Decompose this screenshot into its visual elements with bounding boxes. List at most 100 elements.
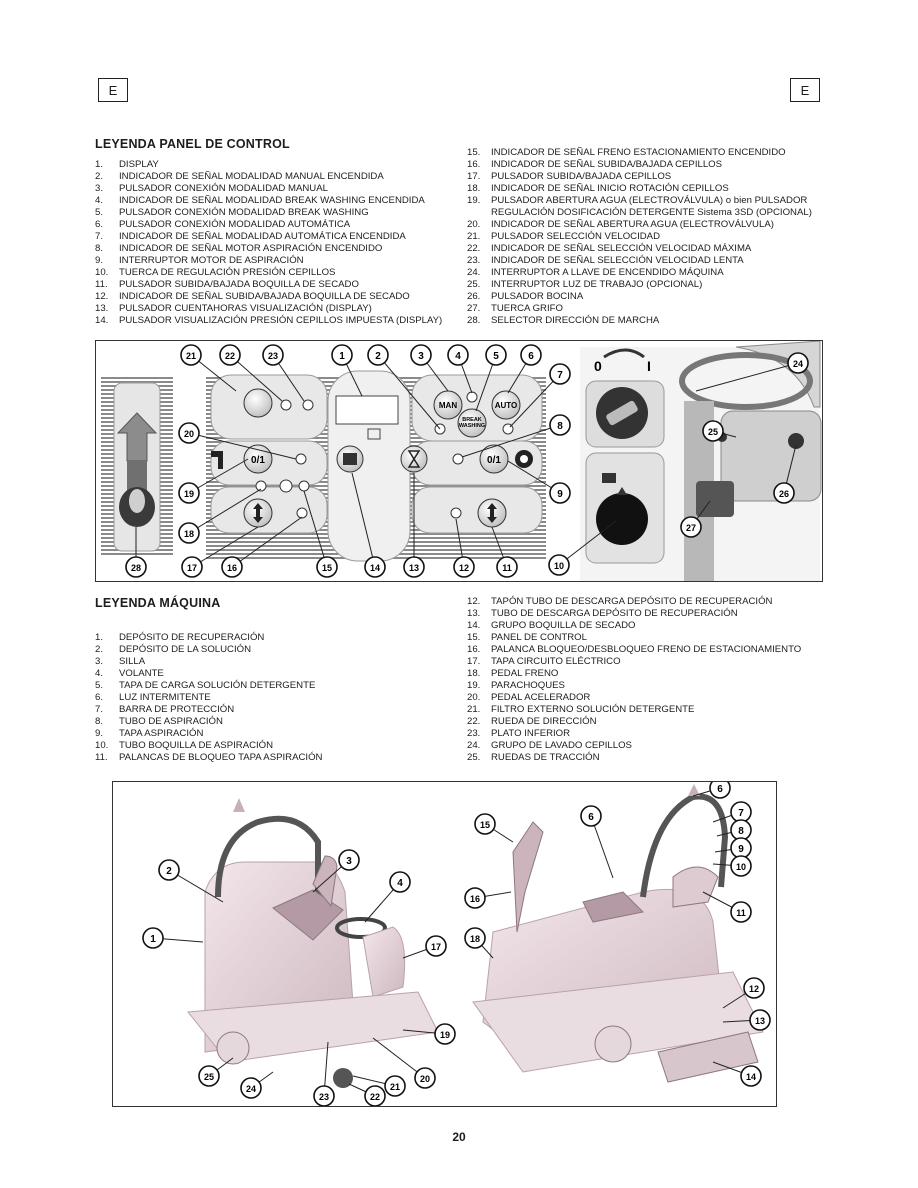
legend-item: 4.VOLANTE (95, 668, 455, 680)
svg-text:12: 12 (749, 984, 759, 994)
callout-17: 17 (402, 935, 447, 959)
legend-item-number: 19. (467, 195, 481, 206)
callout-23: 23 (262, 344, 305, 402)
callout-15: 15 (303, 490, 338, 578)
legend-item-text: TAPA ASPIRACIÓN (119, 728, 204, 739)
legend-item-number: 22. (467, 243, 481, 254)
callout-6: 6 (580, 805, 614, 879)
legend-item-number: 2. (95, 171, 104, 182)
legend-item-text: TAPA CIRCUITO ELÉCTRICO (491, 656, 621, 667)
callout-11: 11 (491, 526, 518, 578)
legend-item-number: 10. (95, 740, 109, 751)
legend-item-number: 9. (95, 728, 104, 739)
auto-mode-button: AUTO (491, 390, 521, 420)
legend-item-text: TUERCA GRIFO (491, 303, 563, 314)
legend-item: 5. TAPA DE CARGA SOLUCIÓN DETERGENTE (95, 680, 455, 692)
callout-1: 1 (331, 344, 363, 397)
callout-8: 8 (461, 414, 571, 458)
svg-text:14: 14 (746, 1072, 756, 1082)
svg-text:9: 9 (557, 489, 563, 500)
callout-28: 28 (125, 527, 147, 578)
battery-icon (367, 428, 381, 440)
legend-item-text: PULSADOR CONEXIÓN MODALIDAD AUTOMÁTICA (119, 219, 351, 230)
legend-item-number: 23. (467, 255, 481, 266)
svg-text:7: 7 (738, 808, 744, 819)
callout-6: 6 (692, 782, 731, 799)
water-button-label: 0/1 (251, 455, 265, 466)
legend-item: 8.INDICADOR DE SEÑAL MOTOR ASPIRACIÓN EN… (95, 243, 455, 255)
svg-text:18: 18 (470, 934, 480, 944)
callout-22: 22 (219, 344, 283, 402)
callout-16: 16 (221, 516, 303, 578)
legend-item-number: 25. (467, 279, 481, 290)
legend-item-text: PLATO INFERIOR (491, 728, 571, 739)
max-speed-led (280, 399, 292, 411)
callout-13: 13 (403, 473, 425, 578)
legend-item-text: INDICADOR DE SEÑAL MODALIDAD AUTOMÁTICA … (119, 231, 406, 242)
legend-item-number: 3. (95, 656, 104, 667)
callout-27: 27 (680, 500, 711, 538)
auto-mode-label: AUTO (495, 401, 518, 410)
svg-text:15: 15 (322, 563, 332, 573)
brush-pressure-knob (596, 493, 648, 545)
callout-12: 12 (453, 518, 475, 578)
svg-text:13: 13 (409, 563, 419, 573)
legend-item-number: 10. (95, 267, 109, 278)
legend-item-text: INDICADOR DE SEÑAL SELECCIÓN VELOCIDAD M… (491, 243, 752, 254)
svg-text:11: 11 (502, 563, 512, 573)
legend-item-text: TUBO DE DESCARGA DEPÓSITO DE RECUPERACIÓ… (491, 608, 738, 619)
svg-text:12: 12 (459, 563, 469, 573)
callout-10: 10 (712, 855, 752, 877)
legend-item-number: 16. (467, 159, 481, 170)
speed-select-button (243, 388, 273, 418)
svg-text:23: 23 (319, 1092, 329, 1102)
legend-item: 25.INTERRUPTOR LUZ DE TRABAJO (OPCIONAL) (467, 279, 822, 291)
legend-item: 18.PEDAL FRENO (467, 668, 822, 680)
legend-item: 20.INDICADOR DE SEÑAL ABERTURA AGUA (ELE… (467, 219, 822, 231)
legend-item-text: PEDAL FRENO (491, 668, 559, 679)
svg-text:25: 25 (708, 427, 718, 437)
callout-3: 3 (312, 849, 360, 893)
legend-item-number: 21. (467, 231, 481, 242)
legend-item: 23.PLATO INFERIOR (467, 728, 822, 740)
legend-item: 27.TUERCA GRIFO (467, 303, 822, 315)
legend-item-text: TAPA DE CARGA SOLUCIÓN DETERGENTE (119, 680, 316, 691)
callout-21: 21 (180, 344, 237, 392)
legend-item-text: TAPÓN TUBO DE DESCARGA DEPÓSITO DE RECUP… (491, 596, 773, 607)
svg-text:20: 20 (420, 1074, 430, 1084)
legend-item: 24.INTERRUPTOR A LLAVE DE ENCENDIDO MÁQU… (467, 267, 822, 279)
suction-motor-led (452, 453, 464, 465)
legend-item-number: 16. (467, 644, 481, 655)
legend-item-text: INDICADOR DE SEÑAL SUBIDA/BAJADA BOQUILL… (119, 291, 410, 302)
callout-5: 5 (475, 344, 507, 412)
seat (272, 889, 344, 941)
protection-bar (215, 815, 321, 912)
legend-item-number: 2. (95, 644, 104, 655)
legend-item-number: 5. (95, 680, 104, 691)
callout-7: 7 (712, 801, 752, 823)
svg-text:24: 24 (793, 359, 803, 369)
key-off-label: 0 (594, 358, 602, 374)
legend-item-text: INDICADOR DE SEÑAL SUBIDA/BAJADA CEPILLO… (491, 159, 723, 170)
svg-text:21: 21 (186, 351, 196, 361)
legend-item-number: 8. (95, 716, 104, 727)
hourglass-icon (407, 450, 421, 468)
hour-counter-button (400, 445, 428, 473)
brush-rotation-led (255, 480, 267, 492)
steering-wheel-front (335, 917, 387, 939)
parking-brake-led (298, 480, 310, 492)
svg-text:2: 2 (166, 866, 172, 877)
callout-26: 26 (773, 444, 797, 504)
control-panel-figure: 0/1 MAN BREAK WASHING AUTO 0/1 (95, 340, 823, 582)
callout-7: 7 (509, 363, 571, 428)
legend-item-text: PANEL DE CONTROL (491, 632, 587, 643)
legend-item: 22.RUEDA DE DIRECCIÓN (467, 716, 822, 728)
up-down-arrow-icon (253, 503, 263, 523)
legend-item-text: PULSADOR CONEXIÓN MODALIDAD MANUAL (119, 183, 328, 194)
legend-item: 16. INDICADOR DE SEÑAL SUBIDA/BAJADA CEPI… (467, 159, 822, 171)
legend-item-text: LUZ INTERMITENTE (119, 692, 211, 703)
legend-item-text: INDICADOR DE SEÑAL MOTOR ASPIRACIÓN ENCE… (119, 243, 383, 254)
display-screen (335, 395, 399, 425)
legend-item-number: 4. (95, 668, 104, 679)
